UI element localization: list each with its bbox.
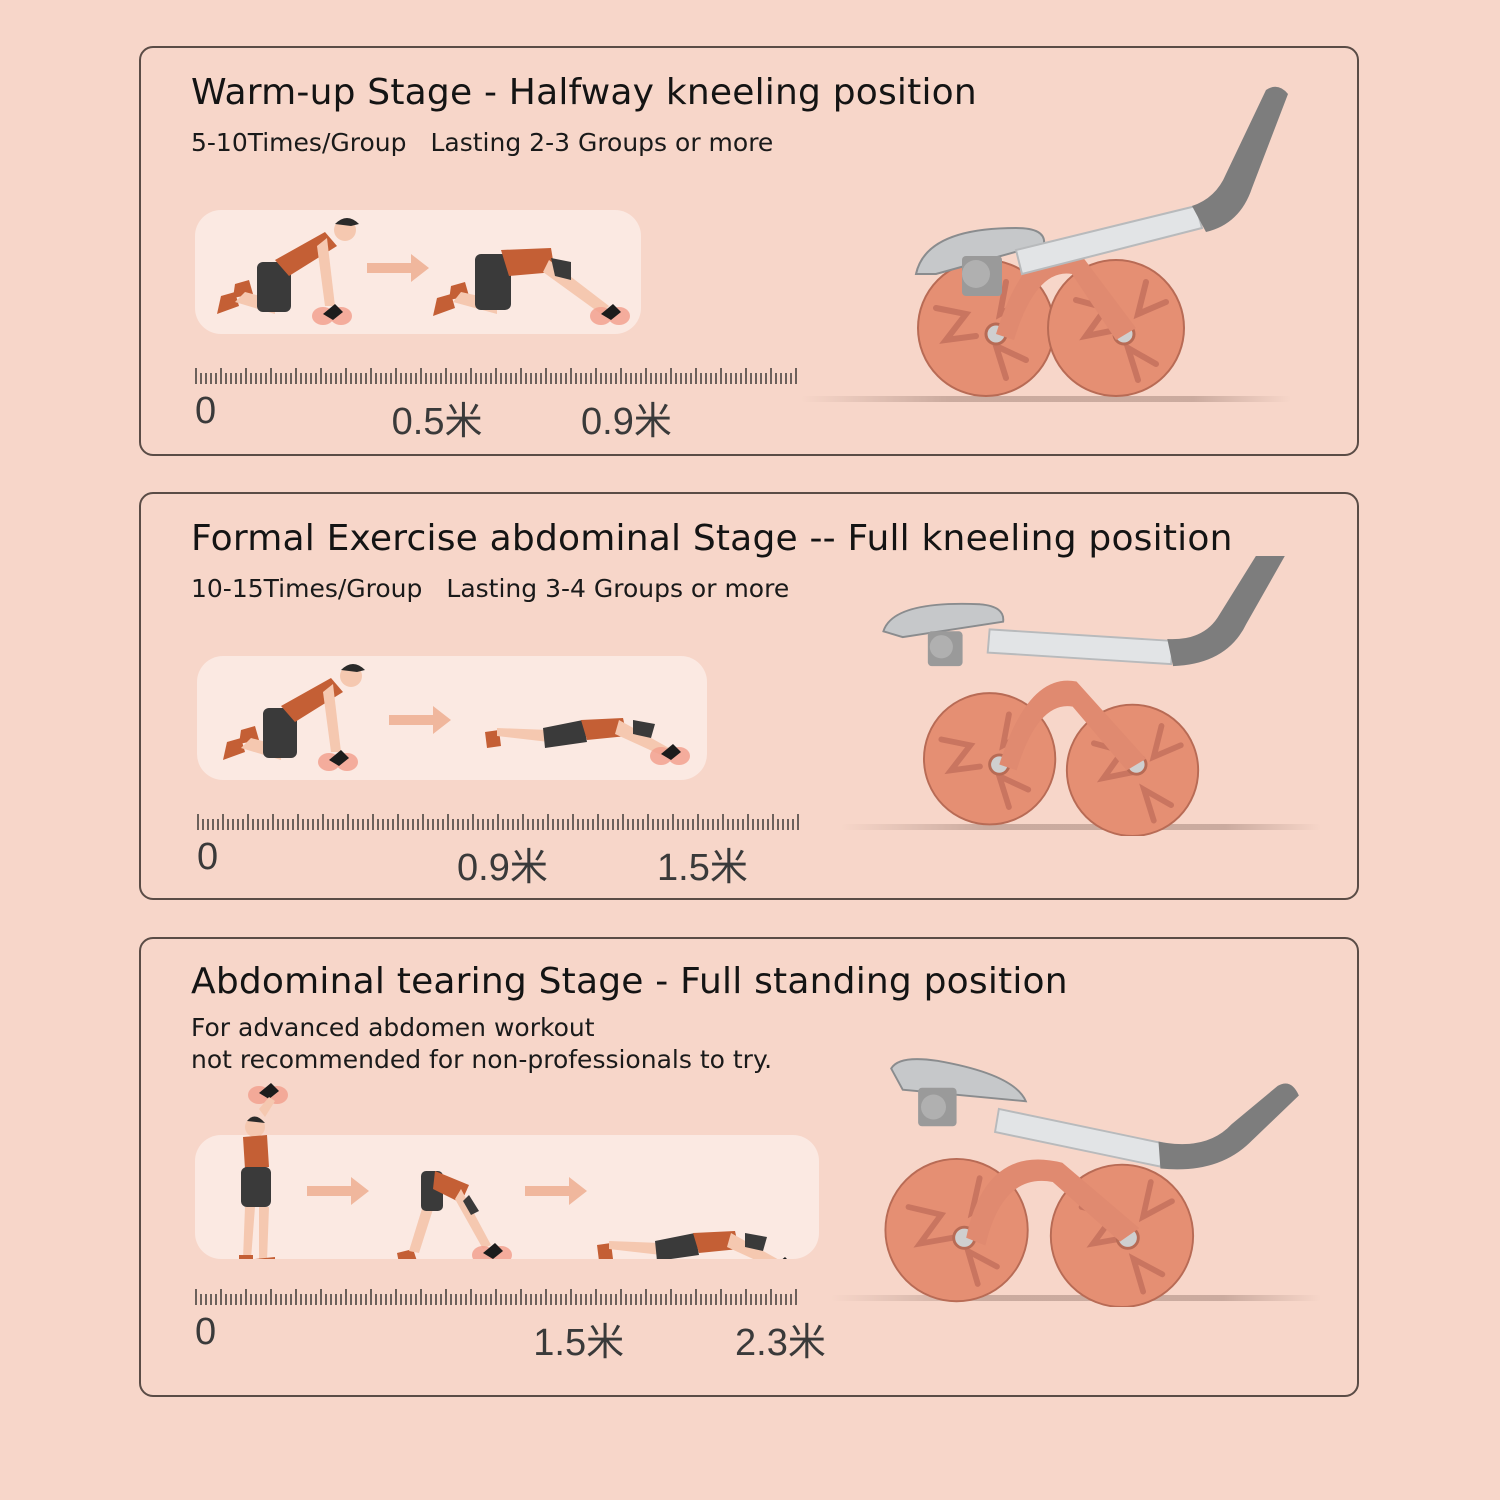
stage-subtitle-line-1: For advanced abdomen workout (191, 1013, 595, 1042)
arrow-icon (307, 1177, 369, 1205)
groups-text: Lasting 2-3 Groups or more (430, 128, 774, 157)
distance-ruler (195, 1287, 799, 1307)
ruler-tick-label: 0 (195, 390, 217, 432)
stage-panel-warm-up: Warm-up Stage - Halfway kneeling positio… (139, 46, 1359, 456)
stage-title: Formal Exercise abdominal Stage -- Full … (191, 518, 1233, 559)
arrow-icon (367, 254, 429, 282)
pose-full-standing-rollout-figure (597, 1231, 802, 1259)
pose-kneeling-start-figure (223, 664, 365, 771)
pose-kneeling-halfway-figure (433, 248, 630, 325)
pose-pike-figure (397, 1171, 512, 1259)
pose-standing-figure (239, 1083, 288, 1259)
product-shadow (801, 396, 1291, 402)
arrow-icon (525, 1177, 587, 1205)
stage-title: Abdominal tearing Stage - Full standing … (191, 961, 1068, 1002)
reps-text: 10-15Times/Group (191, 574, 423, 603)
ruler-tick-label: 0.5米 (391, 401, 483, 443)
reps-text: 5-10Times/Group (191, 128, 407, 157)
ab-roller-icon (871, 1057, 1321, 1311)
ruler-tick-label: 0 (195, 1311, 217, 1353)
product-shadow (831, 1295, 1321, 1301)
pose-kneeling-full-figure (485, 718, 690, 765)
distance-ruler (197, 812, 801, 832)
stage-subtitle: 5-10Times/Group Lasting 2-3 Groups or mor… (191, 128, 773, 157)
pose-kneeling-start-figure (217, 218, 359, 325)
groups-text: Lasting 3-4 Groups or more (446, 574, 790, 603)
ruler-ticks (195, 1289, 797, 1305)
ruler-tick-label: 1.5米 (533, 1322, 625, 1364)
stage-title: Warm-up Stage - Halfway kneeling positio… (191, 72, 977, 113)
distance-ruler (195, 366, 799, 386)
ruler-tick-label: 0.9米 (457, 847, 548, 889)
ruler-tick-label: 1.5米 (657, 847, 748, 889)
exercise-illustration (195, 210, 641, 334)
exercise-poses (195, 210, 641, 334)
exercise-poses (195, 1079, 819, 1259)
arrow-icon (389, 706, 451, 734)
ruler-ticks (197, 814, 799, 830)
ruler-ticks (195, 368, 797, 384)
ruler-tick-label: 2.3米 (735, 1322, 826, 1364)
ab-roller-icon (876, 556, 1306, 840)
product-shadow (841, 824, 1321, 830)
stage-subtitle-line-2: not recommended for non-professionals to… (191, 1045, 773, 1074)
ruler-tick-label: 0 (197, 836, 219, 878)
stage-panel-formal-exercise: Formal Exercise abdominal Stage -- Full … (139, 492, 1359, 900)
stage-panel-abdominal-tearing: Abdominal tearing Stage - Full standing … (139, 937, 1359, 1397)
ab-roller-icon (876, 78, 1306, 412)
exercise-poses (197, 656, 707, 780)
stage-subtitle: 10-15Times/Group Lasting 3-4 Groups or mo… (191, 574, 789, 603)
exercise-illustration (197, 656, 707, 780)
ruler-tick-label: 0.9米 (581, 401, 672, 443)
